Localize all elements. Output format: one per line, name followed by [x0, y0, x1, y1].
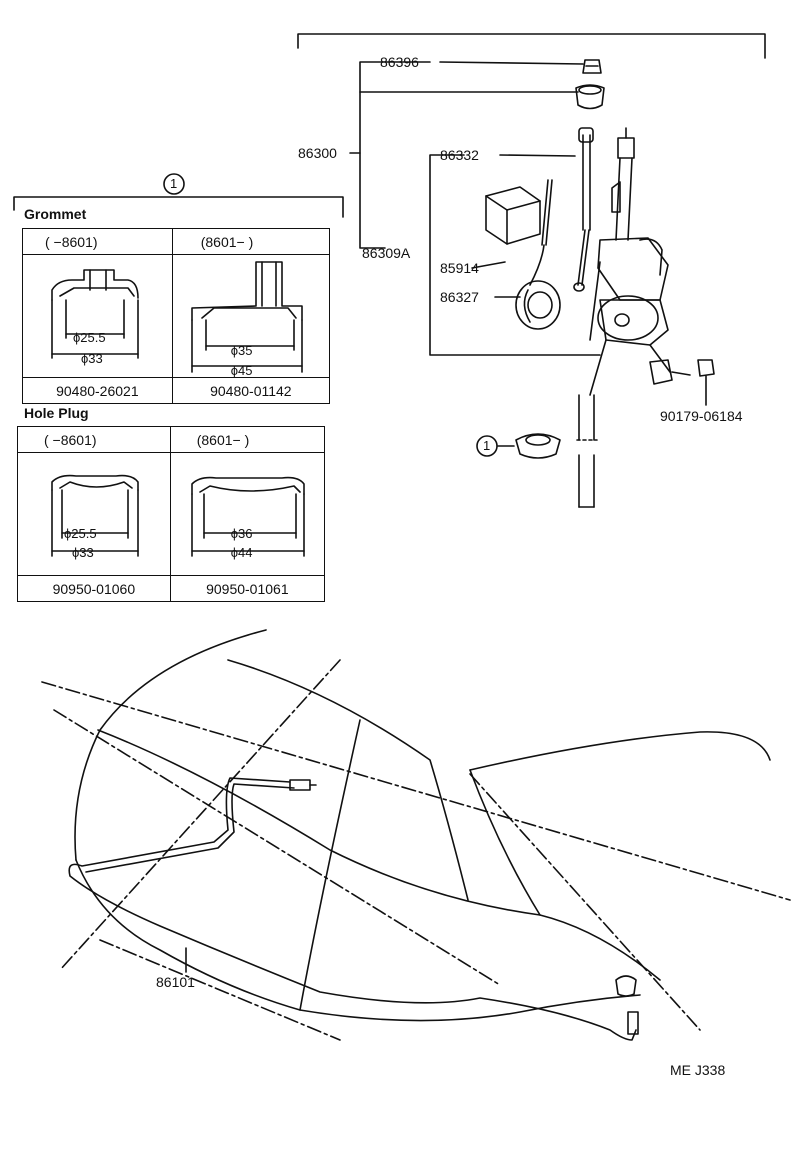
hole-plug-dim-inner-1: ϕ25.5: [64, 526, 97, 541]
callout-86327: 86327: [440, 289, 479, 305]
grommet-dim-inner-2: ϕ35: [230, 343, 253, 358]
callout-86101: 86101: [156, 974, 195, 990]
callout-85914: 85914: [440, 260, 479, 276]
grommet-cell-1: ϕ25.5 ϕ33: [22, 254, 173, 378]
relay-85914: [485, 179, 553, 286]
antenna-tube: [576, 394, 598, 508]
grommet-range-2: (8601− ): [171, 228, 331, 255]
assembly-bracket: [297, 33, 766, 59]
hole-plug-dim-inner-2: ϕ36: [230, 526, 253, 541]
grommet-dim-outer-1: ϕ33: [81, 351, 103, 366]
callout-86396: 86396: [380, 54, 419, 70]
car-body-outline: [41, 629, 791, 1041]
ref-mark-grommet: 1: [483, 438, 491, 453]
hole-plug-range-1: ( −8601): [17, 426, 171, 453]
callout-86309a: 86309A: [362, 245, 411, 261]
antenna-motor-assembly: [589, 127, 691, 396]
hole-plug-title: Hole Plug: [24, 405, 89, 421]
grommet-table: ( −8601) (8601− ) ϕ25.5 ϕ33 ϕ35 ϕ45 9048…: [22, 228, 331, 404]
hole-plug-range-2: (8601− ): [169, 426, 326, 453]
hole-plug-table: ( −8601) (8601− ) ϕ25.5 ϕ33 ϕ36 ϕ44 9095…: [17, 426, 326, 602]
table-ref-bracket: [13, 173, 344, 218]
cap-86396: [582, 59, 602, 74]
ref-mark-table: 1: [170, 176, 178, 191]
nut-90179: [697, 359, 715, 406]
hole-plug-dim-outer-2: ϕ44: [230, 545, 253, 560]
grommet-cell-2: ϕ35 ϕ45: [171, 254, 331, 378]
bracket-86309a: [429, 154, 601, 356]
cord-reel-86327: [515, 280, 561, 330]
hole-plug-cell-2: ϕ36 ϕ44: [169, 452, 326, 576]
grommet-dim-outer-2: ϕ45: [230, 363, 253, 378]
hole-plug-part-1: 90950-01060: [17, 575, 171, 602]
figure-code: ME J338: [670, 1062, 726, 1078]
bracket-86300: [349, 61, 579, 249]
callout-86300: 86300: [298, 145, 337, 161]
antenna-cable-86101: [68, 777, 639, 1041]
leader-86396: [439, 61, 584, 65]
grommet-title: Grommet: [24, 206, 87, 222]
grommet-range-1: ( −8601): [22, 228, 173, 255]
antenna-mast-86332: [573, 127, 594, 292]
callout-86332: 86332: [440, 147, 479, 163]
grommet-ref-part: [476, 433, 561, 459]
callout-90179: 90179-06184: [660, 408, 743, 424]
grommet-dim-inner-1: ϕ25.5: [73, 330, 106, 345]
hole-plug-dim-outer-1: ϕ33: [72, 545, 94, 560]
grommet-part-2: 90480-01142: [171, 377, 331, 404]
hole-plug-part-2: 90950-01061: [169, 575, 326, 602]
hole-plug-cell-1: ϕ25.5 ϕ33: [17, 452, 171, 576]
grommet-part-1: 90480-26021: [22, 377, 173, 404]
nut-bezel: [575, 84, 605, 110]
